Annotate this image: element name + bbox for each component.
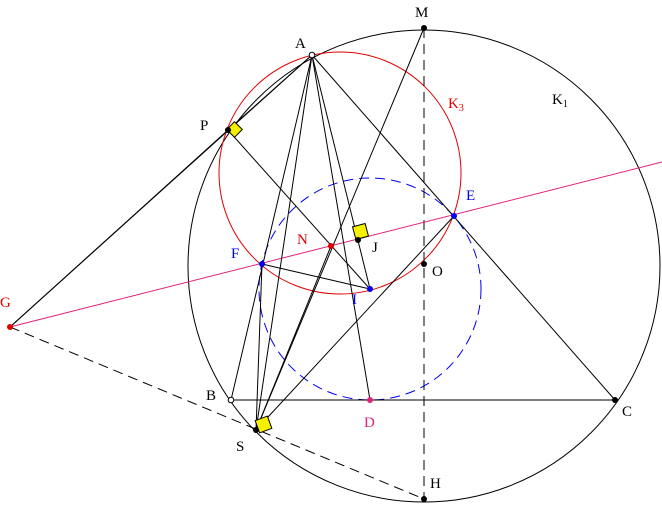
seg-sn	[255, 245, 332, 431]
seg-fi	[261, 263, 371, 290]
label-m: M	[415, 5, 428, 21]
side-ab	[230, 54, 313, 401]
point-f	[259, 261, 265, 267]
label-e: E	[466, 188, 475, 204]
label-d: D	[364, 415, 375, 431]
label-n: N	[297, 232, 308, 248]
label-s: S	[236, 439, 244, 455]
seg-as	[255, 54, 313, 431]
point-n	[328, 243, 334, 249]
right-angle-marker-p	[226, 121, 243, 138]
point-p	[225, 127, 231, 133]
label-g: G	[0, 295, 11, 311]
point-d	[367, 397, 373, 403]
point-o	[421, 261, 427, 267]
seg-ai	[311, 54, 371, 290]
point-s	[253, 427, 259, 433]
seg-pi	[227, 129, 371, 290]
label-a: A	[295, 36, 306, 52]
point-j	[355, 237, 361, 243]
label-j: J	[372, 240, 378, 256]
point-a	[308, 51, 316, 59]
label-b: B	[206, 388, 216, 404]
right-angle-marker-s	[254, 415, 273, 434]
point-i	[367, 286, 373, 292]
seg-gp-upper	[9, 54, 313, 328]
label-p: P	[200, 118, 208, 134]
point-c	[612, 397, 618, 403]
line-gh-dashed	[9, 326, 425, 500]
seg-sf	[255, 263, 263, 431]
incircle-dashed	[258, 177, 482, 401]
circle-k3	[218, 51, 462, 295]
label-h: H	[430, 476, 441, 492]
point-m	[421, 25, 427, 31]
point-h	[421, 496, 427, 502]
seg-se	[255, 215, 455, 431]
point-g	[7, 324, 13, 330]
point-b	[227, 396, 235, 404]
label-k1: K1	[552, 92, 568, 110]
label-k3: K3	[448, 96, 464, 114]
label-i: I	[352, 292, 357, 308]
line-gfe	[9, 161, 662, 328]
label-o: O	[432, 264, 443, 280]
label-f: F	[231, 246, 239, 262]
side-ac	[311, 54, 616, 401]
right-angle-marker-j	[351, 222, 370, 241]
label-c: C	[622, 404, 632, 420]
seg-ms	[255, 27, 425, 431]
point-e	[451, 213, 457, 219]
